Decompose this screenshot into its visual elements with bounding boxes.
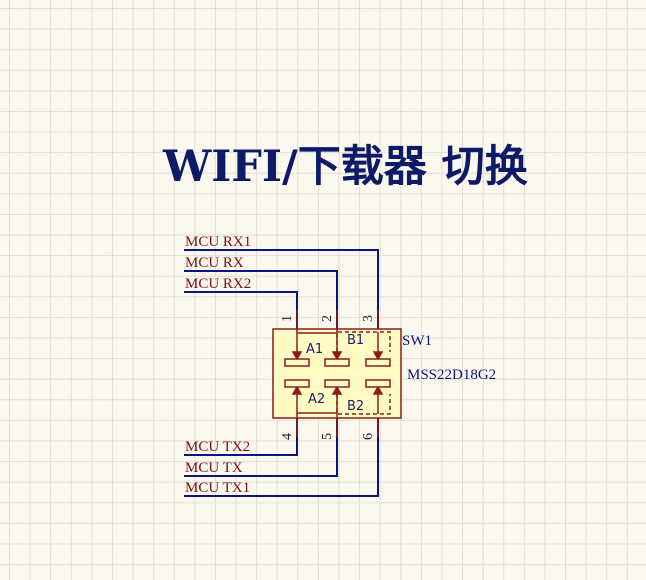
pin-number-1: 1 bbox=[280, 315, 295, 322]
net-label-mcu-tx: MCU TX bbox=[185, 460, 243, 476]
net-label-mcu-rx2: MCU RX2 bbox=[185, 276, 251, 292]
net-label-mcu-tx1: MCU TX1 bbox=[185, 480, 250, 496]
pin-name-a1: A1 bbox=[306, 342, 323, 357]
component-designator: SW1 bbox=[402, 333, 432, 349]
net-label-mcu-tx2: MCU TX2 bbox=[185, 439, 250, 455]
switch-sw1[interactable]: A1 B1 A2 B2 1 2 3 4 5 6 bbox=[272, 310, 402, 440]
net-label-mcu-rx: MCU RX bbox=[185, 255, 244, 271]
net-label-mcu-rx1: MCU RX1 bbox=[185, 234, 251, 250]
pin-number-6: 6 bbox=[361, 433, 376, 440]
pin-leads bbox=[296, 310, 379, 437]
pin-number-4: 4 bbox=[280, 433, 295, 440]
pin-number-3: 3 bbox=[361, 315, 376, 322]
pin-name-a2: A2 bbox=[308, 392, 325, 407]
section-b-dashed bbox=[336, 331, 391, 415]
diagram-title: WIFI/下载器 切换 bbox=[162, 142, 528, 192]
pin-number-2: 2 bbox=[320, 315, 335, 322]
pin-name-b2: B2 bbox=[347, 399, 364, 414]
pin-number-5: 5 bbox=[320, 433, 335, 440]
pin-name-b1: B1 bbox=[347, 333, 364, 348]
contact-pads bbox=[284, 358, 391, 388]
component-part-number: MSS22D18G2 bbox=[407, 367, 496, 383]
